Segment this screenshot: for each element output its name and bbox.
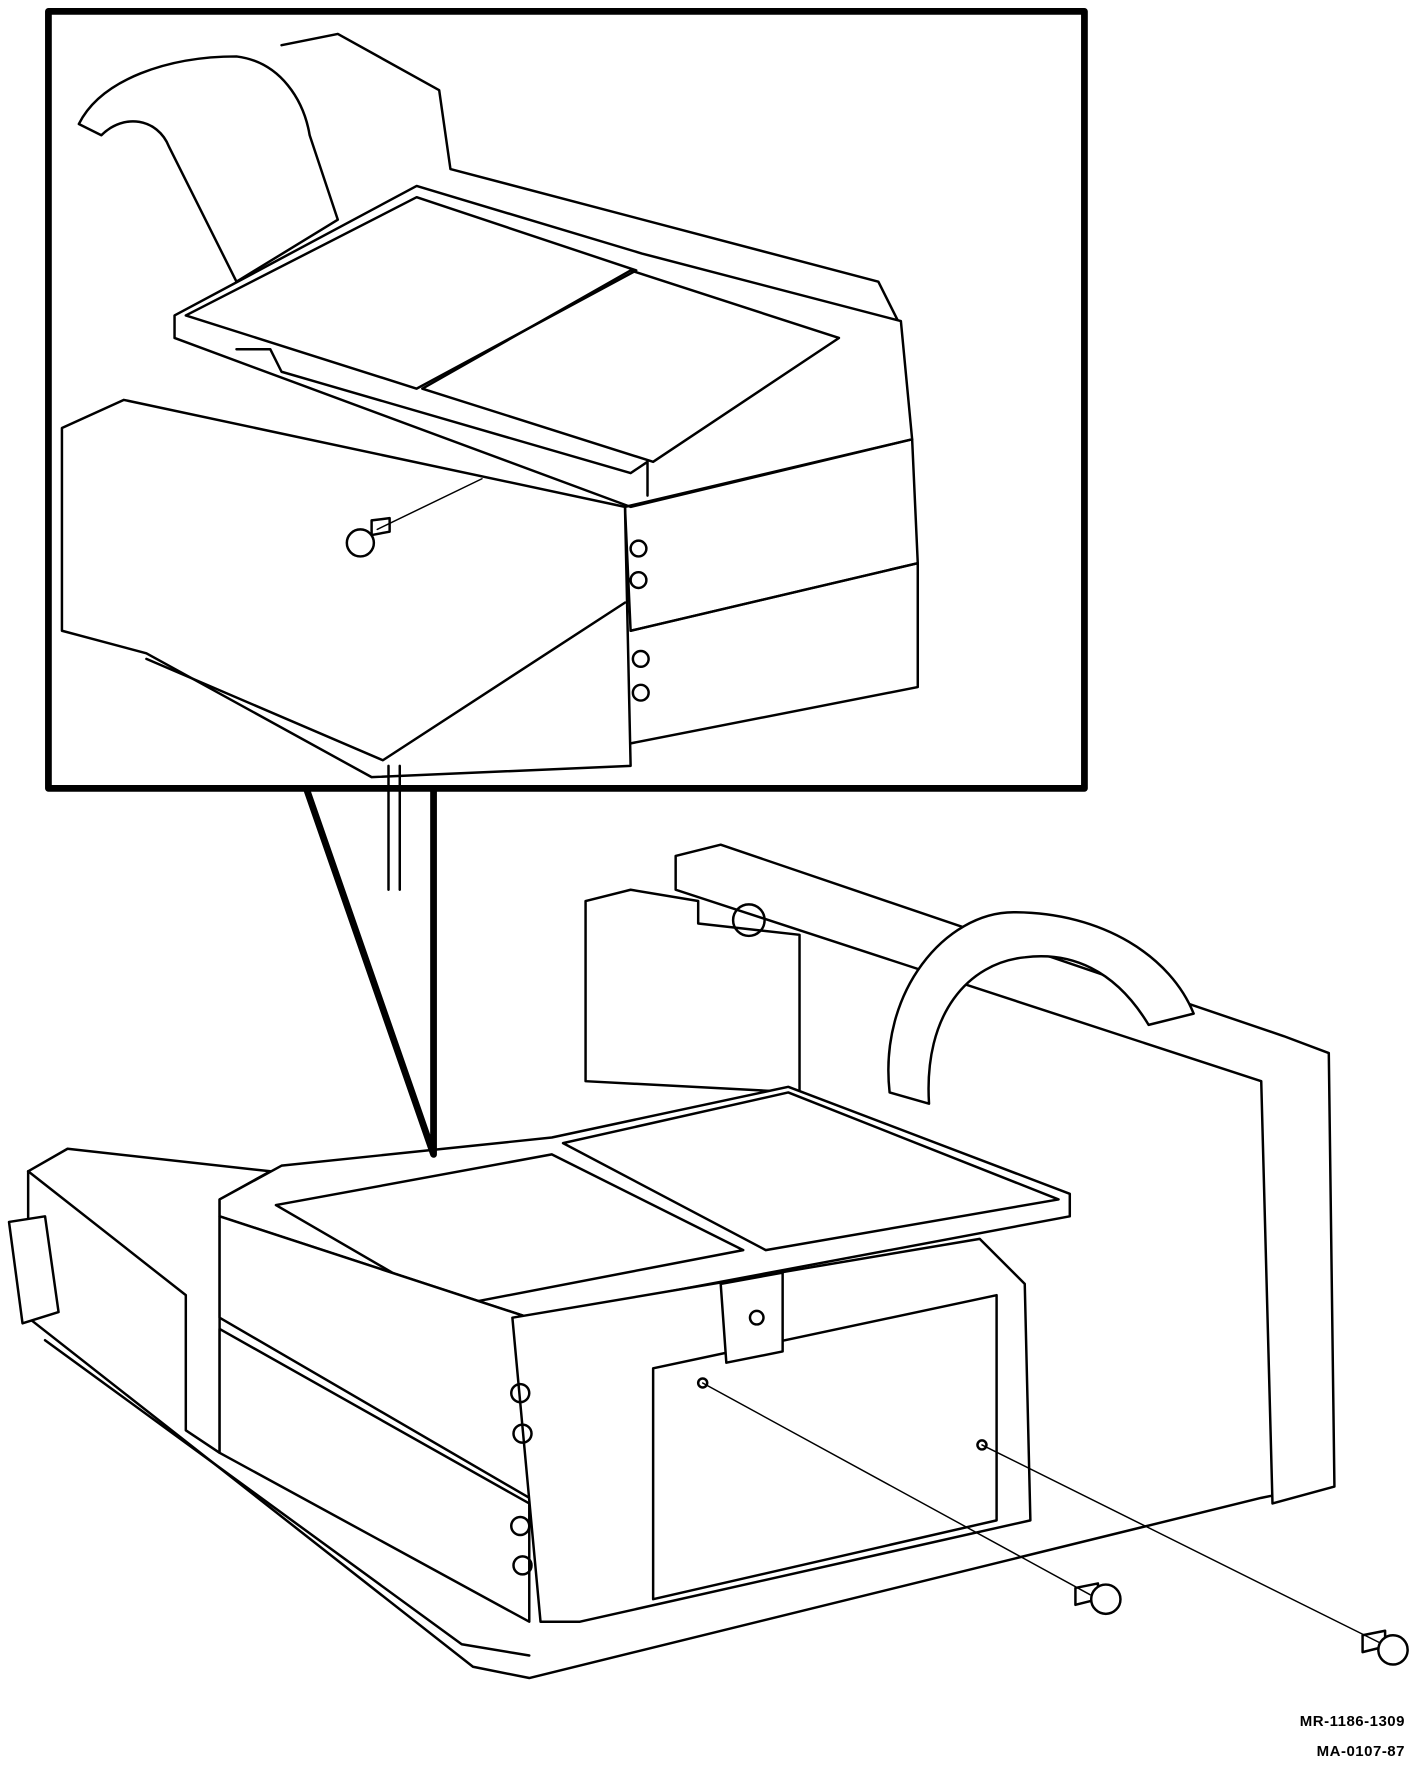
inset-bracket-edge xyxy=(145,601,627,762)
screw-hole xyxy=(696,1377,709,1389)
leader-line xyxy=(981,1444,1384,1645)
bracket-tab xyxy=(719,1271,784,1364)
drive-screw xyxy=(510,1382,531,1404)
figure-reference-code: MR-1186-1309 xyxy=(1299,1713,1405,1730)
base-tray-lip xyxy=(43,1338,531,1657)
screw-hole xyxy=(976,1439,988,1451)
inset-detail-view xyxy=(45,8,1088,891)
screw-icon xyxy=(345,516,391,558)
drive-screw xyxy=(512,1423,533,1444)
inset-drive-screw xyxy=(629,570,648,590)
inset-drive-screw xyxy=(631,683,650,702)
drive-top-right xyxy=(561,1091,1060,1252)
inset-drive-top-right xyxy=(421,269,841,464)
figure-reference-code: MA-0107-87 xyxy=(1316,1743,1405,1760)
screw-icon xyxy=(1074,1582,1122,1616)
inset-drive-screw xyxy=(631,649,650,669)
inset-upper-drive xyxy=(173,184,914,509)
inset-rail xyxy=(235,347,649,497)
inset-drive-top-left xyxy=(184,195,638,390)
screw-icon xyxy=(1361,1629,1409,1666)
inset-drive-screw xyxy=(629,539,648,558)
bracket-window xyxy=(651,1293,998,1601)
callout-pointer xyxy=(302,785,437,1158)
power-switch xyxy=(7,1215,60,1325)
ribbon-cable xyxy=(887,911,1195,1105)
inset-leader-line xyxy=(376,477,483,531)
inset-drive-front-lower xyxy=(629,561,920,745)
mounting-bracket xyxy=(511,1237,1032,1623)
inset-ribbon-cable xyxy=(77,55,340,283)
drive-screw xyxy=(512,1555,533,1576)
main-view xyxy=(7,843,1409,1680)
drive-front-lower xyxy=(218,1327,531,1623)
rear-frame xyxy=(584,888,801,1094)
inset-rear-frame xyxy=(280,32,903,328)
tab-hole xyxy=(748,1309,765,1326)
drive-screw xyxy=(510,1515,531,1537)
mounting-hole xyxy=(731,903,766,938)
leader-line xyxy=(701,1382,1091,1596)
left-drive xyxy=(26,1147,272,1455)
